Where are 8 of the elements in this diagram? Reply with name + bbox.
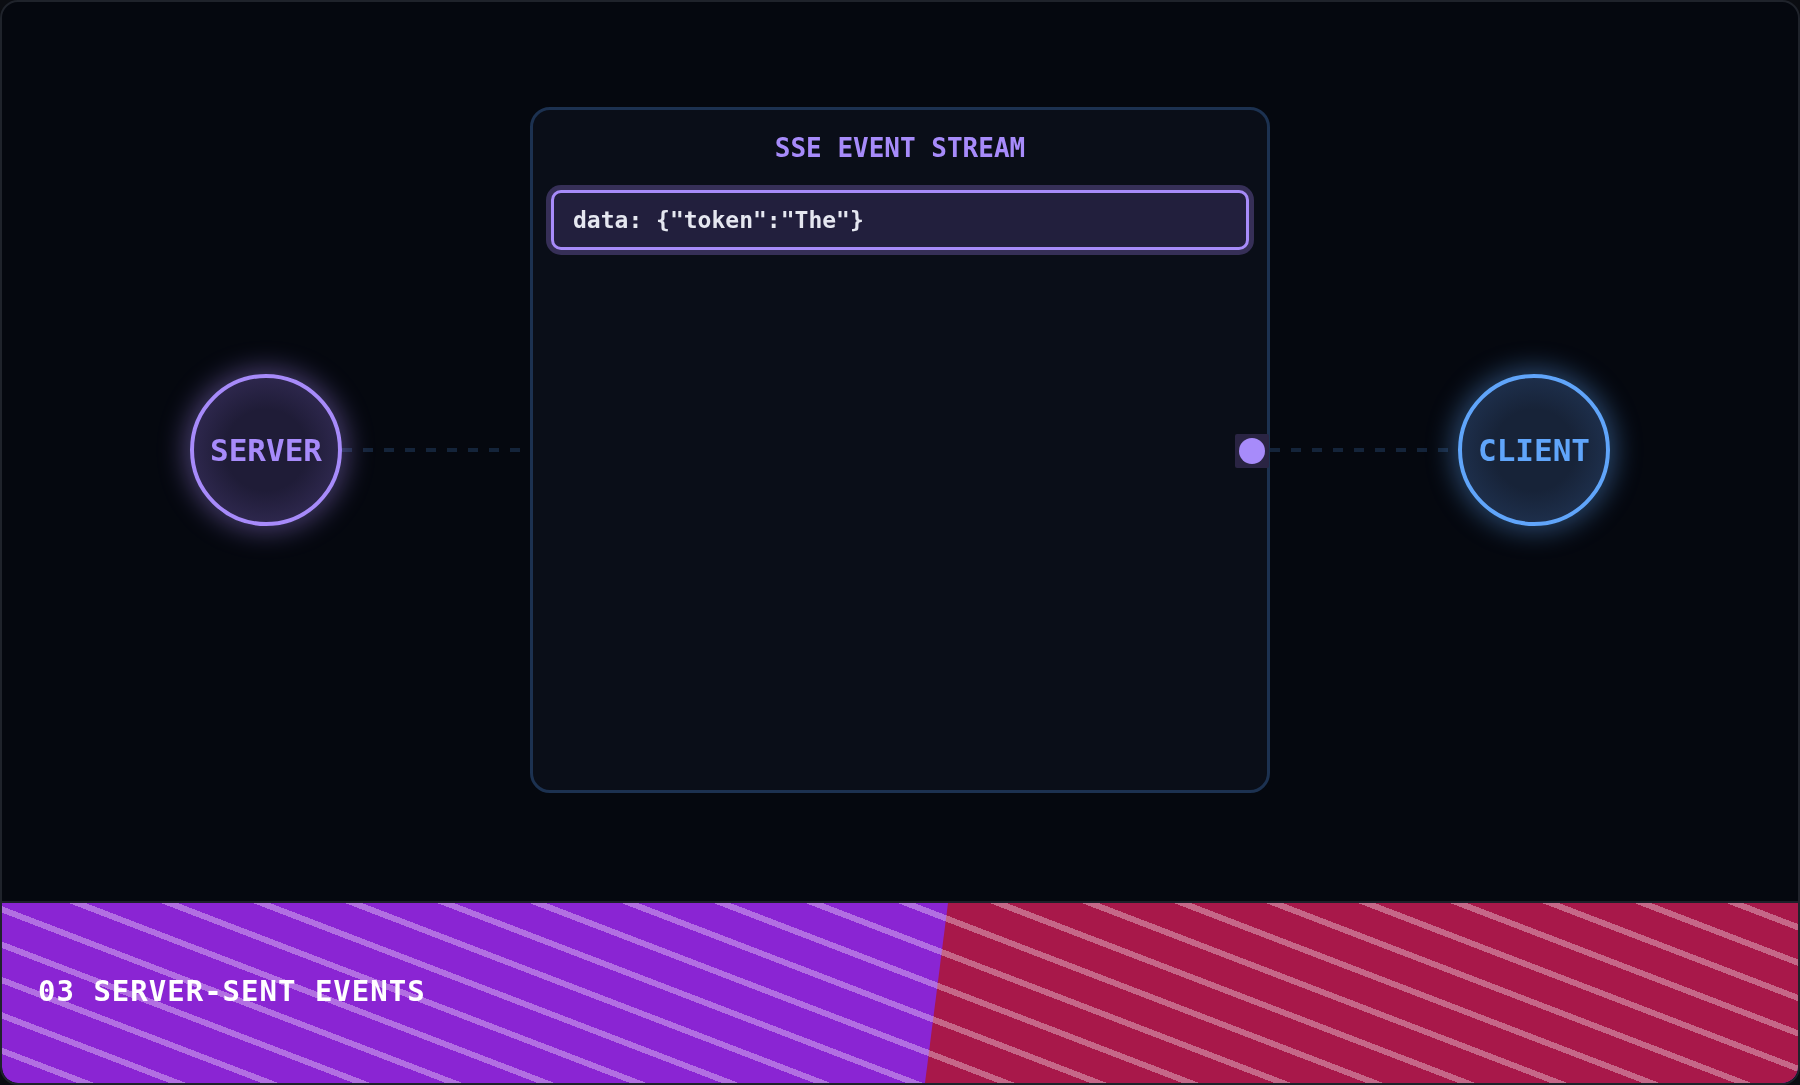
node-label: SERVER [210,432,322,468]
glowing-circle-node [190,374,342,526]
event-code-text: data: {"token":"The"} [573,206,864,235]
banner-title: 03 SERVER-SENT EVENTS [38,973,426,1009]
node-label: CLIENT [1478,432,1590,468]
stream-panel [530,107,1270,793]
panel-title: SSE EVENT STREAM [774,132,1026,164]
glowing-circle-node [1458,374,1610,526]
